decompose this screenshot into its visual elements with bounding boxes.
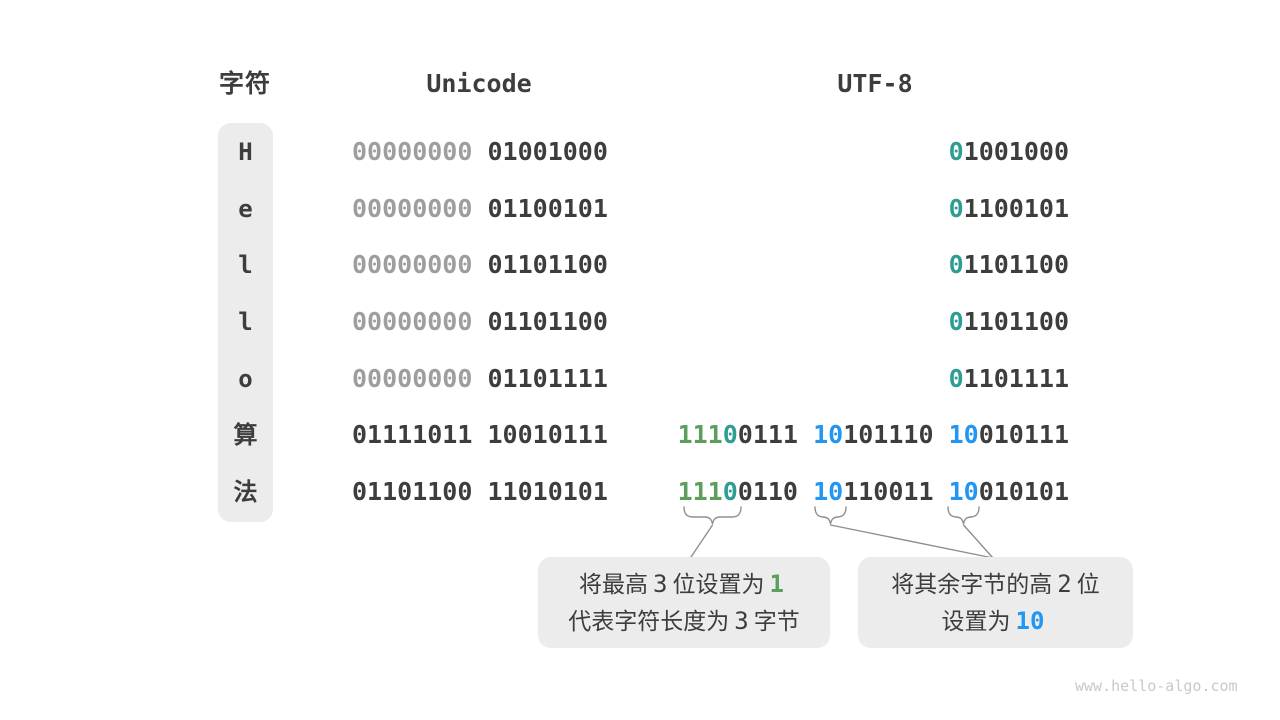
utf8-bits: 01001000 [949,137,1069,167]
utf8-bits: 01100101 [949,194,1069,224]
callout-text-segment: 3 [653,569,668,598]
bit-segment: 0 [828,420,844,449]
underbrace-10-prefix-byte3 [947,506,980,525]
bit-segment: 01100101 [487,194,608,223]
callout-text-segment: 1 [769,569,784,598]
bit-segment: 00000000 [352,250,473,279]
bit-segment: 00000000 [352,307,473,336]
bit-segment: 1 [948,420,964,449]
character-cell: l [238,308,253,336]
watermark-url: www.hello-algo.com [1075,677,1238,695]
bit-segment: 1101100 [963,250,1069,279]
bit-segment: 101110 [843,420,934,449]
bit-segment: 01111011 [352,420,473,449]
unicode-bits: 01101100 11010101 [352,477,608,507]
bit-segment: 0 [722,477,738,506]
unicode-bits: 00000000 01101100 [352,307,608,337]
utf8-bits: 01101111 [949,364,1069,394]
bit-segment: 111 [677,477,723,506]
callout-text-segment: 位设置为 [672,570,765,597]
character-cell: H [238,138,253,166]
bit-segment: 00000000 [352,137,473,166]
bit-segment: 11010101 [487,477,608,506]
bit-segment: 01101100 [487,250,608,279]
bit-segment: 1 [948,477,964,506]
bit-segment: 1001000 [963,137,1069,166]
underbrace-10-prefix-byte2 [814,506,847,525]
character-cell: l [238,251,253,279]
bit-segment: 1 [813,477,829,506]
unicode-bits: 00000000 01101100 [352,250,608,280]
utf8-bits: 11100111 10101110 10010111 [678,420,1069,450]
connector-byte3-to-right-callout [962,524,994,559]
bit-segment: 0 [948,307,964,336]
bit-segment: 1101100 [963,307,1069,336]
callout-text-segment: 将其余字节的高 [891,570,1053,597]
bit-segment: 0 [828,477,844,506]
underbrace-1110-prefix [683,506,742,525]
bit-segment: 01101100 [352,477,473,506]
bit-segment: 0110 [737,477,798,506]
character-cell: 法 [233,478,258,506]
column-header-utf8: UTF-8 [837,69,913,98]
callout-text-segment: 10 [1015,606,1045,635]
callout-text-segment: 2 [1057,569,1072,598]
bit-segment: 0 [948,364,964,393]
connector-to-left-callout [690,524,714,558]
unicode-bits: 00000000 01101111 [352,364,608,394]
bit-segment: 10010111 [487,420,608,449]
bit-segment: 111 [677,420,723,449]
unicode-bits: 00000000 01001000 [352,137,608,167]
bit-segment: 010101 [978,477,1069,506]
utf8-bits: 01101100 [949,250,1069,280]
callout-text-segment: 将最高 [579,570,649,597]
character-cell: 算 [233,421,258,449]
character-cell: e [238,195,253,223]
character-column-pill [218,123,273,522]
utf8-bits: 01101100 [949,307,1069,337]
bit-segment: 00000000 [352,364,473,393]
column-header-unicode: Unicode [426,69,532,98]
connector-byte2-to-right-callout [829,524,994,559]
character-cell: o [238,365,253,393]
bit-segment: 0 [948,250,964,279]
unicode-bits: 00000000 01100101 [352,194,608,224]
bit-segment: 01101111 [487,364,608,393]
unicode-bits: 01111011 10010111 [352,420,608,450]
bit-segment: 01001000 [487,137,608,166]
callout-text-segment: 设置为 [941,607,1011,634]
bit-segment: 0 [722,420,738,449]
bit-segment: 0 [948,194,964,223]
bit-segment: 010111 [978,420,1069,449]
callout-text-segment: 3 [734,606,749,635]
bit-segment: 0 [963,420,979,449]
bit-segment: 1101111 [963,364,1069,393]
callout-text-segment: 代表字符长度为 [568,607,730,634]
bit-segment: 0 [963,477,979,506]
bit-segment: 0111 [737,420,798,449]
bit-segment: 01101100 [487,307,608,336]
column-header-character: 字符 [218,70,271,98]
bit-segment: 1 [813,420,829,449]
callout-text-segment: 位 [1076,570,1100,597]
bit-segment: 110011 [843,477,934,506]
bit-segment: 0 [948,137,964,166]
bit-segment: 1100101 [963,194,1069,223]
utf8-bits: 11100110 10110011 10010101 [678,477,1069,507]
bit-segment: 00000000 [352,194,473,223]
callout-text-segment: 字节 [753,607,800,634]
